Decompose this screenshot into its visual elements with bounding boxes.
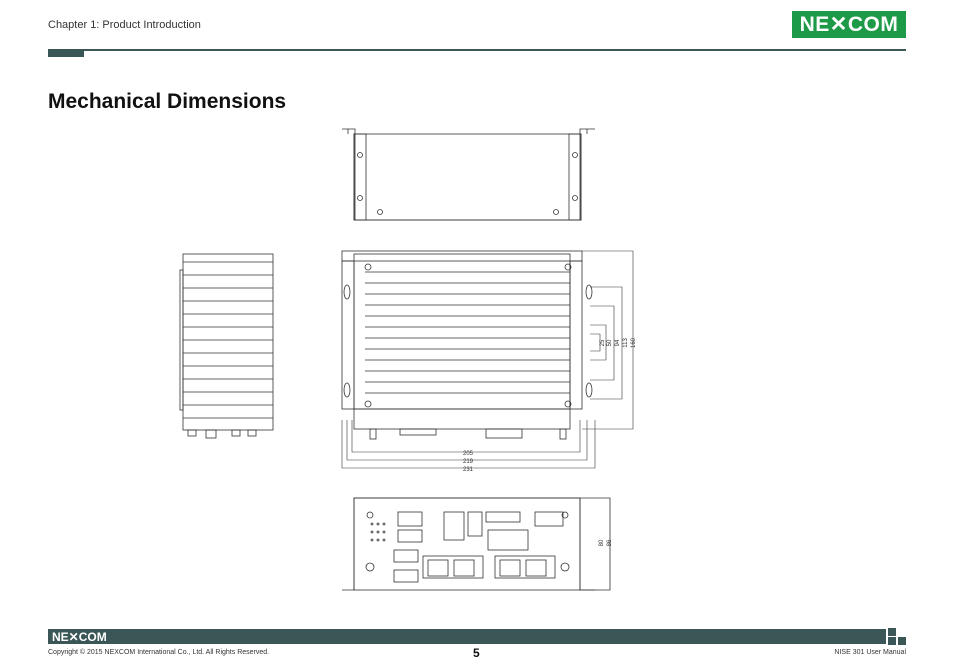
left-side-view: [179, 253, 274, 439]
dim-219: 219: [463, 459, 474, 465]
footer-logo: NE✕COM: [52, 630, 107, 644]
dim-86: 86: [607, 539, 613, 546]
dim-50: 50: [607, 339, 613, 346]
dim-25: 25: [600, 339, 606, 346]
mechanical-drawing: 205 219 231 25 50 94 113 160: [179, 128, 637, 591]
page-title: Mechanical Dimensions: [48, 90, 287, 113]
top-view: [342, 128, 595, 221]
manual-name: NISE 301 User Manual: [834, 649, 906, 656]
depth-dimension-labels: 80 86: [599, 539, 613, 546]
dim-205: 205: [463, 451, 474, 457]
dim-113: 113: [623, 338, 629, 348]
footer-bar: [48, 629, 886, 644]
dim-94: 94: [615, 339, 621, 346]
nexcom-logo: NE✕COM: [792, 11, 906, 38]
footer-squares: [888, 628, 908, 645]
dim-231: 231: [463, 467, 474, 473]
dim-80: 80: [599, 539, 605, 546]
dim-160: 160: [631, 337, 637, 348]
page-number: 5: [473, 646, 480, 660]
copyright-text: Copyright © 2015 NEXCOM International Co…: [48, 649, 270, 656]
header-accent-block: [48, 49, 84, 57]
logo-text: NE✕COM: [799, 13, 899, 36]
header-rule: [48, 49, 906, 51]
dimension-lines: [341, 250, 634, 469]
height-dimension-labels: 25 50 94 113 160: [600, 337, 637, 348]
rear-io-view: [342, 497, 611, 591]
chapter-title: Chapter 1: Product Introduction: [48, 19, 201, 31]
width-dimension-labels: 205 219 231: [463, 451, 474, 473]
front-view: [341, 250, 593, 440]
